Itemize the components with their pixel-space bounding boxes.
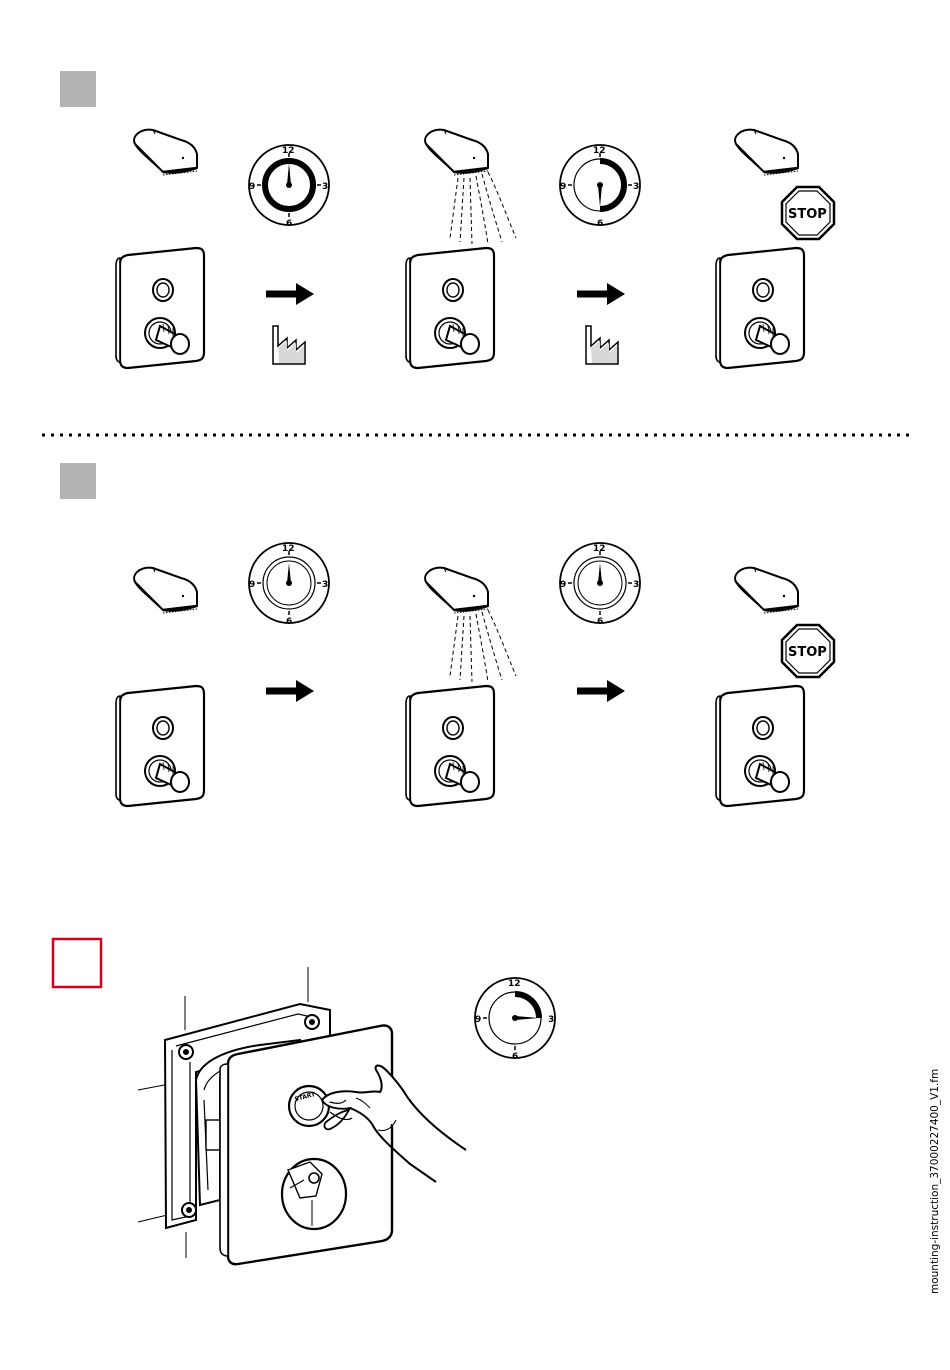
- shower-head-icon: [735, 130, 798, 175]
- clock-label-6: 6: [286, 219, 292, 229]
- control-panel-icon: [716, 248, 804, 368]
- stop-sign-icon: STOP: [782, 187, 834, 239]
- control-panel-icon: [116, 248, 204, 368]
- water-spray: [450, 172, 516, 244]
- shower-head-icon: [425, 568, 488, 613]
- shower-head-icon: [735, 568, 798, 613]
- stop-sign-icon: STOP: [782, 625, 834, 677]
- timer-clock-icon: 12 3 6 9: [560, 543, 640, 627]
- step-marker-3: [53, 939, 101, 987]
- clock-label-3: 3: [633, 580, 639, 590]
- clock-label-12: 12: [282, 544, 295, 554]
- clock-label-3: 3: [322, 580, 328, 590]
- clock-label-6: 6: [512, 1052, 518, 1062]
- clock-label-3: 3: [633, 182, 639, 192]
- clock-label-12: 12: [593, 544, 606, 554]
- clock-label-9: 9: [560, 580, 566, 590]
- stop-sign-text: STOP: [788, 645, 827, 660]
- document-file-name: mounting-instruction_37000227400_V1.fm: [929, 1069, 941, 1294]
- arrow-right-icon: [266, 680, 314, 702]
- clock-label-9: 9: [249, 182, 255, 192]
- control-panel-icon: [406, 248, 494, 368]
- water-spray: [450, 610, 516, 682]
- stop-sign-text: STOP: [788, 207, 827, 222]
- timer-clock-icon: 12 3 6 9: [249, 543, 329, 627]
- installation-illustration: START: [138, 967, 392, 1264]
- step-marker-2: [60, 463, 96, 499]
- arrow-right-icon: [266, 283, 314, 305]
- clock-label-9: 9: [560, 182, 566, 192]
- clock-label-9: 9: [249, 580, 255, 590]
- clock-label-3: 3: [548, 1015, 554, 1025]
- clock-label-12: 12: [593, 146, 606, 156]
- clock-label-3: 3: [322, 182, 328, 192]
- arrow-right-icon: [577, 680, 625, 702]
- clock-label-9: 9: [475, 1015, 481, 1025]
- step-marker-1: [60, 71, 96, 107]
- clock-label-6: 6: [597, 219, 603, 229]
- shower-head-icon: [425, 130, 488, 175]
- timer-clock-icon: 12 3 6 9: [560, 145, 640, 229]
- factory-icon: [273, 326, 305, 364]
- control-panel-icon: [406, 686, 494, 806]
- control-panel-icon: [116, 686, 204, 806]
- shower-head-icon: [134, 130, 197, 175]
- timer-clock-icon: 12 3 6 9: [475, 978, 555, 1062]
- clock-label-12: 12: [282, 146, 295, 156]
- clock-label-6: 6: [286, 617, 292, 627]
- shower-head-icon: [134, 568, 197, 613]
- timer-clock-icon: 12 3 6 9: [249, 145, 329, 229]
- arrow-right-icon: [577, 283, 625, 305]
- clock-label-12: 12: [508, 979, 521, 989]
- clock-label-6: 6: [597, 617, 603, 627]
- factory-icon: [586, 326, 618, 364]
- control-panel-icon: [716, 686, 804, 806]
